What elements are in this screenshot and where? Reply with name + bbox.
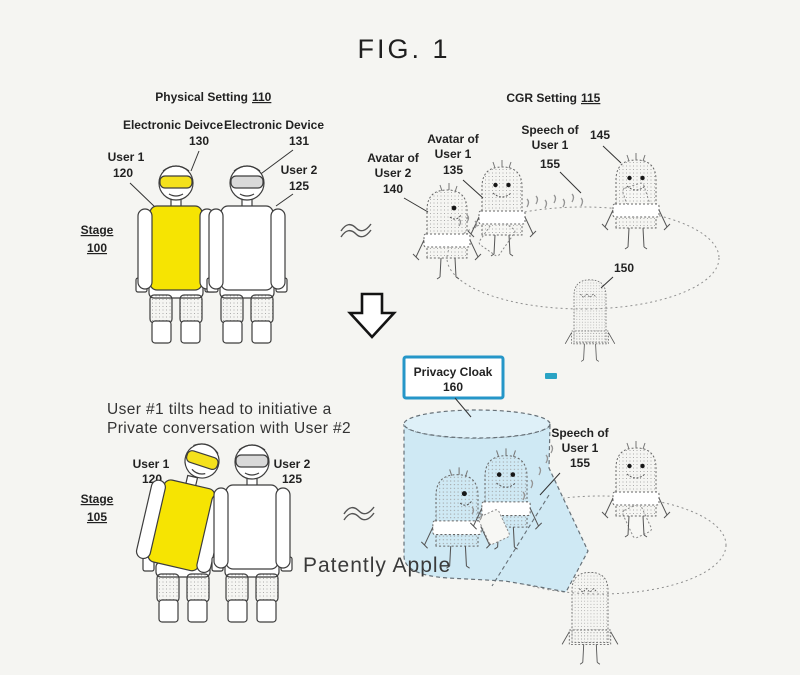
- user1-ref-top: 120: [113, 166, 133, 180]
- figure-title: FIG. 1: [357, 34, 450, 64]
- virtual-table-top: [446, 206, 720, 310]
- privacy-cloak-top: [403, 409, 551, 439]
- physical-setting-top: Physical Setting 110 Electronic Deivce 1…: [81, 90, 324, 344]
- privacy-cloak-label: Privacy Cloak: [414, 365, 493, 379]
- table-card-icon-cloaked: [478, 509, 510, 545]
- leader-145: [602, 145, 622, 164]
- physical-setting-ref: 110: [252, 90, 272, 104]
- virtual-table-bottom: [473, 495, 727, 595]
- cgr-setting-bottom: Privacy Cloak 160 Speech of User 1 155: [402, 355, 727, 665]
- stage-ref-bottom: 105: [87, 510, 107, 524]
- leader-120: [129, 182, 157, 209]
- approx-equal-icon-bottom: [343, 506, 375, 521]
- avatar-user2-label-l1: Avatar of: [367, 151, 420, 165]
- leader-130: [190, 150, 200, 172]
- avatar-user1-label-l1: Avatar of: [427, 132, 480, 146]
- avatar-145-ref: 145: [590, 128, 610, 142]
- caption-line1: User #1 tilts head to initiative a: [107, 401, 332, 418]
- leader-155-top: [559, 171, 582, 194]
- leader-155-bottom: [539, 472, 561, 496]
- speech-label-bottom-l1: Speech of: [551, 426, 609, 440]
- avatar-user2-ref: 140: [383, 182, 403, 196]
- avatar-user1-ref: 135: [443, 163, 463, 177]
- cgr-setting-heading: CGR Setting: [506, 91, 577, 105]
- speech-label-top-l2: User 1: [532, 138, 569, 152]
- avatar-user1-label-l2: User 1: [435, 147, 472, 161]
- stage-ref-top: 100: [87, 241, 107, 255]
- leader-131: [257, 149, 294, 177]
- speech-waves-icon-cloaked: [471, 444, 554, 521]
- leader-140: [403, 197, 429, 213]
- caption-line2: Private conversation with User #2: [107, 420, 351, 437]
- user2-ref-top: 125: [289, 179, 309, 193]
- speech-waves-icon: [458, 193, 584, 229]
- speech-label-top-l1: Speech of: [521, 123, 579, 137]
- electronic-device-130-ref: 130: [189, 134, 209, 148]
- privacy-cloak-ref: 160: [443, 380, 463, 394]
- electronic-device-131-ref: 131: [289, 134, 309, 148]
- watermark-text: Patently Apple: [303, 554, 451, 577]
- user2-label-bottom: User 2: [274, 457, 311, 471]
- electronic-device-131-label: Electronic Device: [224, 118, 324, 132]
- cgr-setting-ref: 115: [581, 91, 601, 105]
- speech-ref-bottom: 155: [570, 456, 590, 470]
- user2-ref-bottom: 125: [282, 472, 302, 486]
- stage-label-bottom: Stage: [81, 492, 114, 506]
- down-arrow-icon: [347, 292, 397, 339]
- approx-equal-icon-top: [340, 223, 372, 238]
- user2-label-top: User 2: [281, 163, 318, 177]
- leader-125: [275, 193, 294, 207]
- leader-160: [454, 397, 472, 418]
- speech-label-bottom-l2: User 1: [562, 441, 599, 455]
- cgr-setting-top: CGR Setting 115 Avatar of User 2 140: [367, 91, 720, 362]
- stage-label-top: Stage: [81, 223, 114, 237]
- leader-135: [462, 179, 484, 199]
- user1-label-top: User 1: [108, 150, 145, 164]
- speech-ref-top: 155: [540, 157, 560, 171]
- privacy-cloak-crease: [491, 494, 550, 587]
- avatar-user2-label-l2: User 2: [375, 166, 412, 180]
- electronic-device-130-label: Electronic Deivce: [123, 118, 223, 132]
- privacy-cloak-callout: [402, 355, 505, 400]
- physical-setting-heading: Physical Setting: [155, 90, 248, 104]
- user1-label-bottom: User 1: [133, 457, 170, 471]
- blue-dash-mark: [545, 373, 557, 379]
- leader-150: [600, 276, 614, 289]
- physical-setting-bottom: User #1 tilts head to initiative a Priva…: [81, 401, 351, 623]
- avatar-150-ref: 150: [614, 261, 634, 275]
